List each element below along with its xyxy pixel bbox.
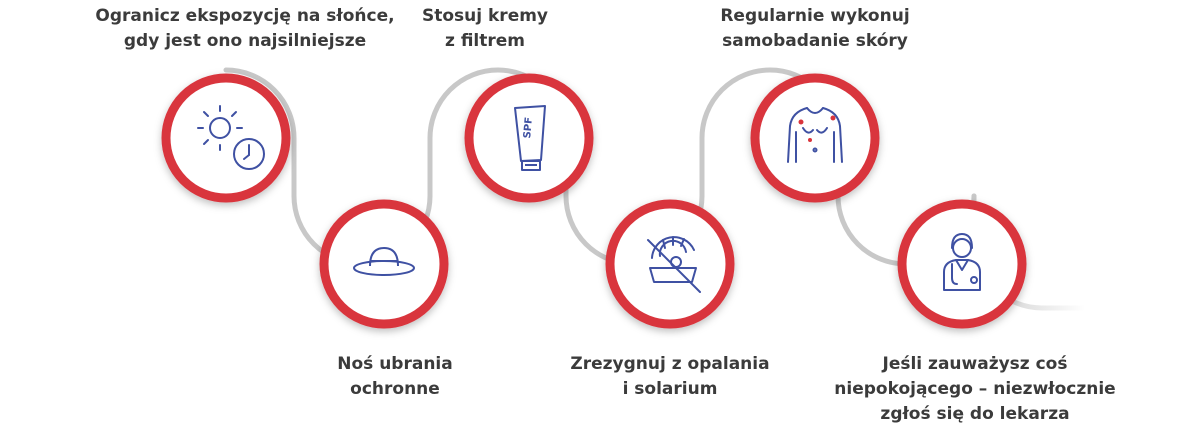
- step-label-line: samobadanie skóry: [722, 31, 908, 51]
- step-label-line: i solarium: [622, 379, 718, 399]
- step-label-line: Regularnie wykonuj: [720, 6, 910, 26]
- step-label-line: z filtrem: [445, 31, 525, 51]
- hat-icon: [353, 247, 415, 276]
- mole-mark: [798, 119, 804, 125]
- body-check-icon: [787, 107, 843, 163]
- spf-label: SPF: [522, 117, 535, 139]
- mole-mark: [830, 115, 836, 121]
- step-ring-6: [897, 199, 1027, 329]
- step-ring-3: [464, 73, 594, 203]
- step-label-line: Noś ubrania: [337, 354, 453, 374]
- step-label-avoid-tanning: Zrezygnuj z opalania i solarium: [535, 352, 805, 402]
- step-label-line: Stosuj kremy: [421, 6, 549, 26]
- step-label-protective-clothing: Noś ubrania ochronne: [280, 352, 510, 402]
- mole-mark: [808, 138, 812, 142]
- step-ring-4: [605, 199, 735, 329]
- step-label-see-doctor: Jeśli zauważysz coś niepokojącego – niez…: [800, 352, 1150, 427]
- step-label-line: Ogranicz ekspozycję na słońce,: [95, 6, 395, 26]
- step-label-line: niepokojącego – niezwłocznie: [834, 379, 1116, 399]
- step-label-line: zgłoś się do lekarza: [880, 404, 1070, 424]
- step-label-line: ochronne: [350, 379, 440, 399]
- sun-clock-icon: [197, 105, 265, 170]
- step-ring-1: [161, 73, 291, 203]
- doctor-icon: [943, 233, 981, 291]
- step-label-line: Jeśli zauważysz coś: [882, 354, 1068, 374]
- step-label-line: Zrezygnuj z opalania: [570, 354, 770, 374]
- step-label-line: gdy jest ono najsilniejsze: [123, 31, 367, 51]
- step-ring-5: [750, 73, 880, 203]
- step-label-self-examination: Regularnie wykonuj samobadanie skóry: [655, 4, 975, 54]
- spf-cream-icon: [514, 105, 546, 171]
- step-label-sunscreen: Stosuj kremy z filtrem: [385, 4, 585, 54]
- no-solarium-icon: [647, 236, 701, 293]
- step-ring-2: [319, 199, 449, 329]
- step-label-limit-sun-exposure: Ogranicz ekspozycję na słońce, gdy jest …: [60, 4, 430, 54]
